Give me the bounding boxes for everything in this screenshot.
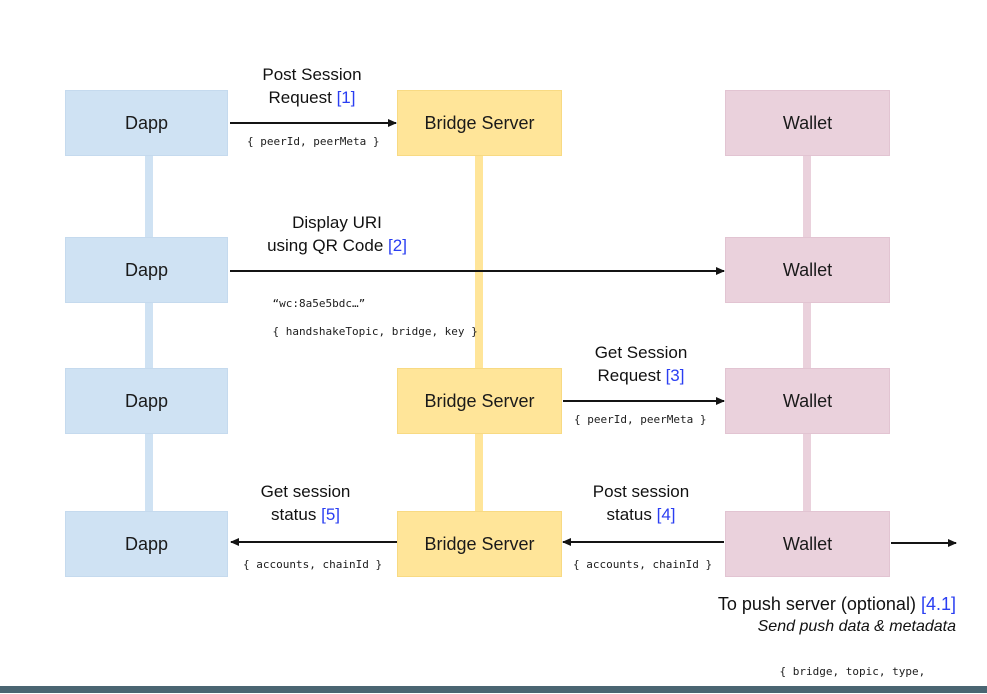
payload-2: “wc:8a5e5bdc…” { handshakeTopic, bridge,… bbox=[272, 297, 478, 338]
actor-box-bridge-row3: Bridge Server bbox=[397, 368, 562, 434]
message-label-3: Get Session Request [3] bbox=[594, 343, 688, 385]
arrowhead-right-icon bbox=[388, 118, 397, 127]
message-label-5: Get session status [5] bbox=[260, 482, 351, 524]
arrowhead-right-icon bbox=[716, 266, 725, 275]
payload-1: { peerId, peerMeta } bbox=[247, 135, 380, 148]
actor-label: Dapp bbox=[124, 259, 169, 280]
actor-box-wallet-row3: Wallet bbox=[725, 368, 890, 434]
message-label-2: Display URI using QR Code [2] bbox=[267, 213, 407, 255]
push-note-payload: { bridge, topic, type, token, peerName, … bbox=[768, 665, 947, 694]
actor-label: Bridge Server bbox=[424, 112, 535, 133]
actor-label: Dapp bbox=[124, 112, 169, 133]
message-arrow-2 bbox=[230, 266, 725, 275]
arrowhead-left-icon bbox=[562, 537, 571, 546]
arrowhead-right-icon bbox=[716, 396, 725, 405]
actor-box-wallet-row1: Wallet bbox=[725, 90, 890, 156]
dapp-lifeline-2 bbox=[145, 303, 153, 368]
step-ref-5: [5] bbox=[321, 505, 340, 524]
arrowhead-left-icon bbox=[230, 537, 239, 546]
actor-label: Bridge Server bbox=[424, 533, 535, 554]
bridge-lifeline-1 bbox=[475, 156, 483, 368]
payload-3: { peerId, peerMeta } bbox=[574, 413, 707, 426]
message-label-4: Post session status [4] bbox=[592, 482, 690, 524]
push-note-title: To push server (optional) [4.1] bbox=[717, 594, 956, 614]
actor-box-dapp-row4: Dapp bbox=[65, 511, 228, 577]
message-arrow-1 bbox=[230, 118, 397, 127]
actor-box-dapp-row2: Dapp bbox=[65, 237, 228, 303]
message-label-1: Post Session Request [1] bbox=[262, 65, 362, 107]
step-ref-2: [2] bbox=[388, 236, 407, 255]
message-arrow-5 bbox=[230, 537, 397, 546]
push-note: To push server (optional) [4.1] Send pus… bbox=[600, 593, 956, 637]
actor-label: Wallet bbox=[782, 259, 833, 280]
step-ref-4: [4] bbox=[656, 505, 676, 524]
message-arrow-4 bbox=[562, 537, 724, 546]
actor-box-dapp-row1: Dapp bbox=[65, 90, 228, 156]
actor-box-wallet-row2: Wallet bbox=[725, 237, 890, 303]
step-ref-4-1: [4.1] bbox=[920, 594, 956, 614]
actor-label: Bridge Server bbox=[424, 390, 535, 411]
actor-box-wallet-row4: Wallet bbox=[725, 511, 890, 577]
step-ref-3: [3] bbox=[665, 366, 685, 385]
footer-accent-bar bbox=[0, 686, 987, 693]
actor-label: Dapp bbox=[124, 390, 169, 411]
actor-label: Wallet bbox=[782, 390, 833, 411]
actor-label: Wallet bbox=[782, 112, 833, 133]
step-ref-1: [1] bbox=[336, 88, 356, 107]
actor-box-dapp-row3: Dapp bbox=[65, 368, 228, 434]
push-server-arrow bbox=[891, 538, 957, 547]
payload-4: { accounts, chainId } bbox=[573, 558, 713, 571]
payload-5: { accounts, chainId } bbox=[243, 558, 383, 571]
wallet-lifeline-3 bbox=[803, 434, 811, 511]
arrowhead-right-icon bbox=[948, 538, 957, 547]
actor-label: Wallet bbox=[782, 533, 833, 554]
actor-label: Dapp bbox=[124, 533, 169, 554]
dapp-lifeline-1 bbox=[145, 156, 153, 237]
wallet-lifeline-1 bbox=[803, 156, 811, 237]
push-note-subtitle: Send push data & metadata bbox=[757, 618, 956, 635]
actor-box-bridge-row4: Bridge Server bbox=[397, 511, 562, 577]
actor-box-bridge-row1: Bridge Server bbox=[397, 90, 562, 156]
wallet-lifeline-2 bbox=[803, 303, 811, 368]
message-arrow-3 bbox=[563, 396, 725, 405]
bridge-lifeline-2 bbox=[475, 434, 483, 511]
dapp-lifeline-3 bbox=[145, 434, 153, 511]
